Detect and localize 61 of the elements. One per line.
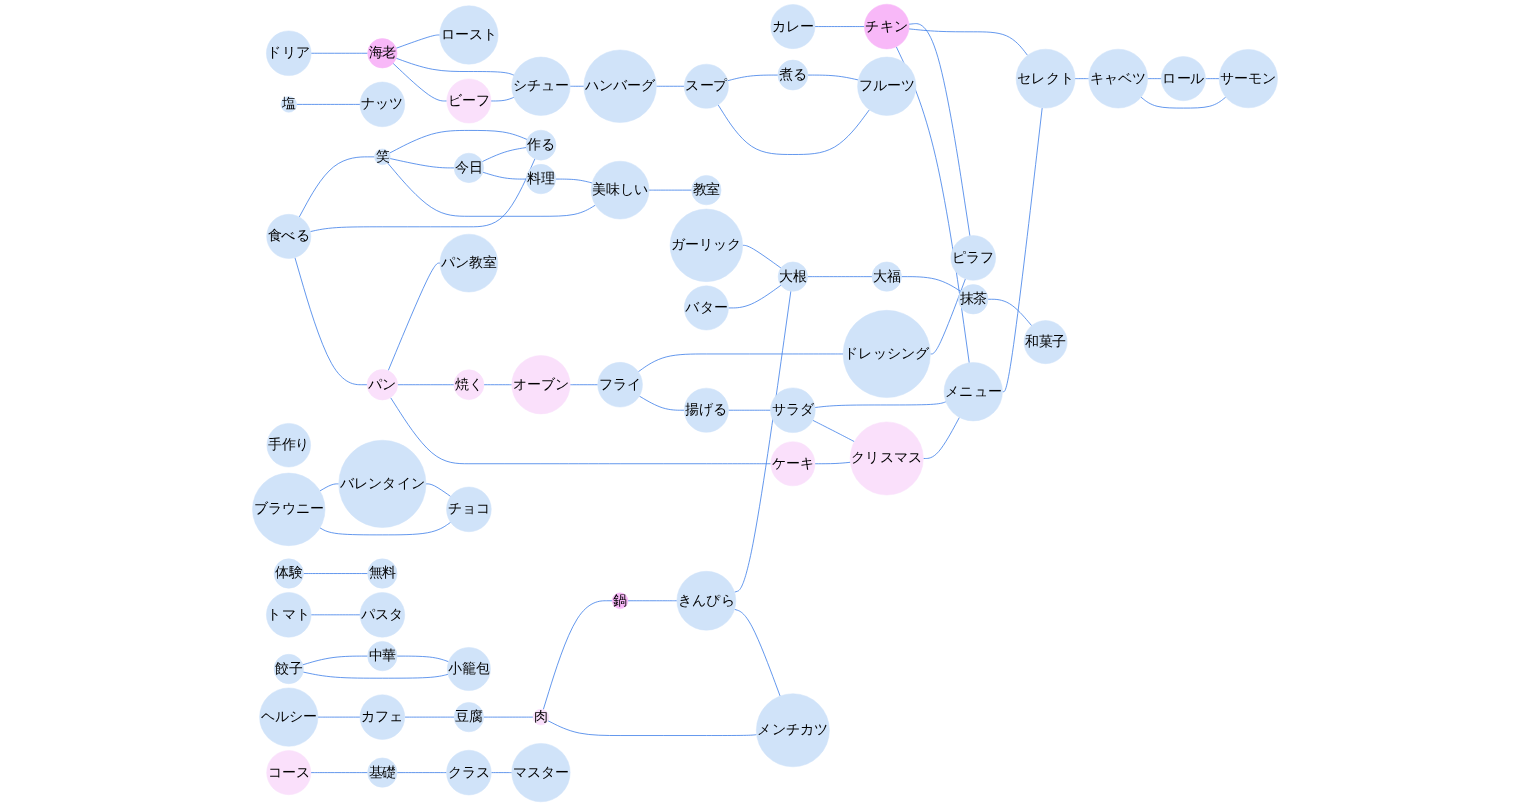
connector bbox=[895, 46, 970, 364]
connector bbox=[390, 397, 772, 465]
connector bbox=[734, 608, 781, 697]
connector bbox=[734, 290, 792, 593]
connector bbox=[397, 384, 455, 386]
connector bbox=[396, 772, 447, 773]
connector bbox=[814, 461, 851, 465]
connector bbox=[319, 521, 452, 536]
connector bbox=[302, 655, 369, 666]
connector bbox=[569, 85, 585, 87]
connector bbox=[1140, 96, 1227, 109]
connector bbox=[1074, 78, 1090, 80]
connector bbox=[814, 26, 865, 27]
connector bbox=[656, 85, 685, 87]
connector bbox=[1205, 78, 1220, 80]
connector bbox=[1002, 107, 1043, 393]
connector bbox=[309, 158, 536, 232]
connector bbox=[490, 772, 513, 773]
connector bbox=[908, 28, 1028, 56]
connector bbox=[395, 57, 515, 76]
connector bbox=[627, 600, 678, 602]
connector bbox=[392, 62, 448, 102]
connector bbox=[728, 409, 771, 411]
connector bbox=[1147, 78, 1162, 80]
connector bbox=[483, 384, 513, 386]
connector bbox=[542, 600, 613, 710]
connector bbox=[717, 104, 870, 155]
connector bbox=[387, 262, 441, 372]
connector bbox=[395, 34, 441, 49]
connector bbox=[727, 74, 779, 82]
connector bbox=[555, 178, 593, 184]
connector bbox=[482, 171, 527, 180]
connector bbox=[388, 130, 528, 154]
connector bbox=[637, 353, 844, 373]
connector bbox=[987, 298, 1033, 327]
connector bbox=[569, 384, 599, 386]
connector bbox=[922, 417, 960, 459]
connector bbox=[396, 655, 449, 663]
connector bbox=[310, 772, 369, 773]
connector bbox=[742, 244, 782, 269]
connector bbox=[481, 147, 527, 163]
connector bbox=[319, 483, 340, 492]
connector bbox=[389, 158, 455, 169]
connector bbox=[296, 104, 361, 105]
connector bbox=[294, 257, 368, 386]
connector bbox=[807, 276, 873, 278]
connector bbox=[728, 284, 782, 309]
connector bbox=[638, 395, 685, 411]
connector bbox=[490, 96, 515, 102]
connector bbox=[807, 74, 859, 81]
connector bbox=[547, 720, 757, 736]
connector bbox=[310, 52, 369, 54]
connector bbox=[302, 671, 449, 679]
connector bbox=[812, 419, 855, 442]
connector bbox=[425, 483, 452, 497]
connector bbox=[303, 573, 369, 574]
connector bbox=[814, 401, 947, 408]
connector bbox=[908, 23, 971, 237]
connector bbox=[901, 276, 962, 292]
connector bbox=[298, 156, 375, 218]
connector bbox=[930, 278, 966, 355]
